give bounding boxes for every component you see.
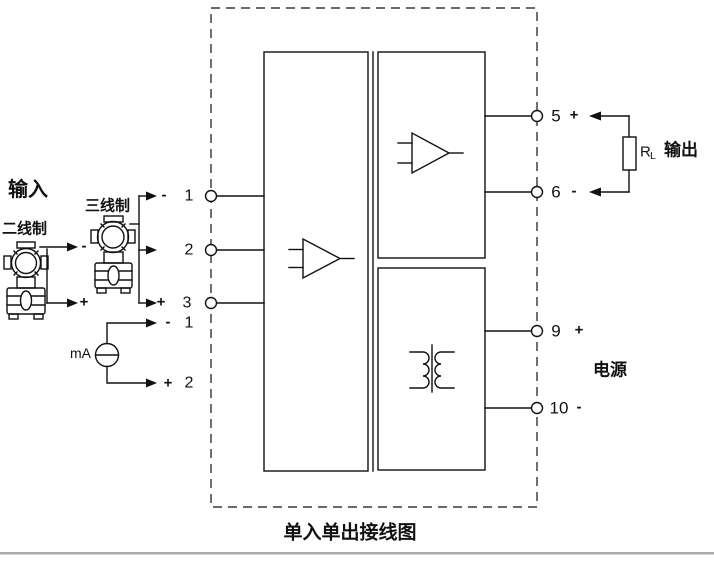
two-wire-label: 二线制: [2, 220, 47, 238]
isolator-dashed-border: [210, 7, 538, 508]
terminal-3-circle: [204, 296, 218, 310]
two-wire-transmitter-icon: [3, 241, 49, 320]
output-wires: [484, 111, 637, 409]
bottom-window-edge: [0, 552, 714, 555]
terminal-number: 5: [551, 107, 560, 126]
terminal-number: 1: [185, 315, 194, 332]
output-section-label: 输出: [664, 140, 698, 160]
arrow-right-icon: [146, 191, 157, 201]
flange-ticks: [100, 223, 126, 251]
arrow-right-icon: [67, 298, 78, 308]
terminal-sign: +: [575, 322, 584, 339]
arrow-left-icon: [589, 187, 601, 197]
terminal-number: 6: [551, 183, 560, 202]
two-wire-pos-sign: +: [80, 294, 89, 311]
ma-source-label: mA: [70, 345, 92, 361]
terminal-number: 9: [551, 322, 560, 341]
terminal-sign: +: [164, 375, 173, 392]
output-block: [377, 51, 486, 259]
input-amplifier-icon: [288, 237, 355, 280]
arrow-right-icon: [146, 245, 157, 255]
load-resistor-subscript: L: [650, 150, 656, 162]
terminal-number: 2: [185, 242, 194, 259]
two-wire-neg-sign: -: [82, 238, 87, 255]
input-block: [263, 51, 369, 472]
terminal-5-circle: [530, 109, 544, 123]
arrow-right-icon: [146, 378, 157, 388]
diagram-title: 单入单出接线图: [283, 521, 416, 544]
terminal-6-circle: [530, 185, 544, 199]
terminal-2-circle: [204, 243, 218, 257]
terminal-sign: +: [157, 294, 166, 311]
terminal-sign: -: [572, 183, 577, 200]
isolator-blocks: [263, 51, 486, 472]
arrow-right-icon: [67, 242, 78, 252]
flange-ticks: [13, 250, 39, 276]
arrow-right-icon: [146, 318, 157, 328]
terminal-number: 2: [185, 375, 194, 392]
power-section-label: 电源: [593, 360, 627, 380]
load-resistor-label: R: [640, 144, 651, 161]
arrow-left-icon: [589, 111, 601, 121]
input-section-label: 输入: [8, 177, 48, 201]
terminal-number: 1: [185, 188, 194, 205]
terminal-10-circle: [530, 401, 544, 415]
transformer-icon: [409, 344, 455, 393]
terminal-sign: -: [166, 314, 171, 331]
terminal-sign: -: [577, 399, 582, 416]
power-block: [377, 267, 486, 471]
terminal-number: 10: [550, 399, 569, 418]
terminal-sign: -: [162, 187, 167, 204]
arrow-right-icon: [146, 298, 157, 308]
three-wire-label: 三线制: [85, 197, 130, 215]
terminal-9-circle: [530, 324, 544, 338]
three-wire-transmitter-icon: [90, 215, 136, 294]
input-wires: [39, 191, 265, 388]
terminal-circles: [204, 109, 544, 415]
load-resistor-icon: [622, 136, 637, 171]
terminal-number: 3: [183, 295, 192, 312]
terminal-1-circle: [204, 189, 218, 203]
ma-current-source-icon: [94, 342, 120, 368]
output-amplifier-icon: [397, 131, 464, 175]
terminal-sign: +: [570, 107, 579, 124]
